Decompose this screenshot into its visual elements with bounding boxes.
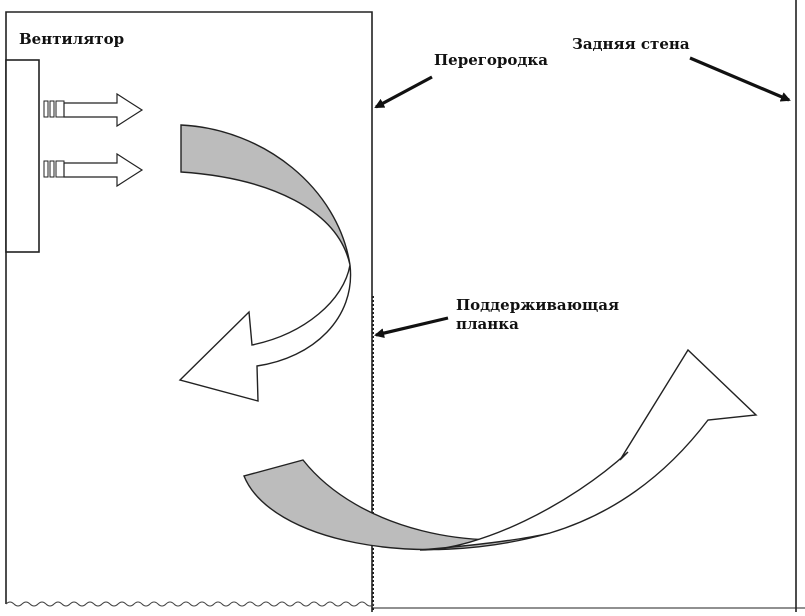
fan-box [5,59,40,253]
wavy-floor [5,601,375,607]
partition-pointer-arrow [374,75,433,109]
lower-flow-arrow [243,348,758,551]
upper-flow-arrow [178,124,352,402]
support-bar-label-line1: Поддерживающая [456,296,620,314]
support-bar-pointer-arrow [374,316,449,339]
partition-label: Перегородка [434,51,548,69]
rear-wall-label: Задняя стена [572,35,690,53]
support-bar-label: Поддерживающая планка [456,296,619,334]
rear-wall-pointer-arrow [689,56,791,102]
support-bar-label-line2: планка [456,315,519,333]
fan-outlet-arrow-bottom [43,152,144,188]
fan-outlet-arrow-top [43,92,144,128]
fan-label: Вентилятор [19,30,125,48]
